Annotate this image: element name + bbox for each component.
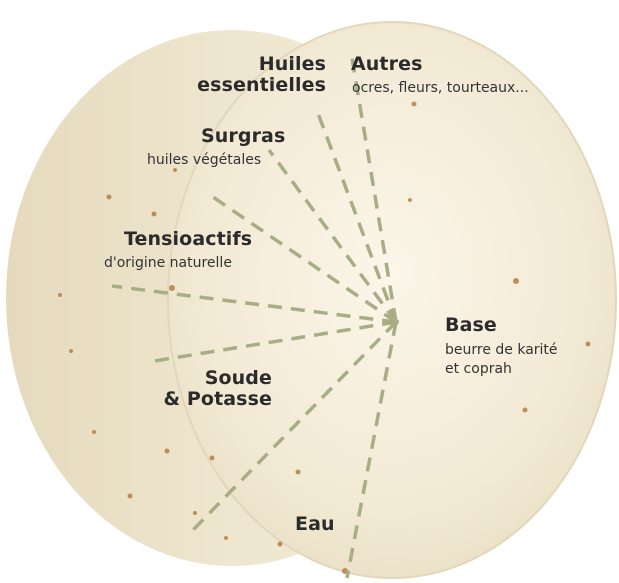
label-soude-line2: & Potasse bbox=[150, 389, 272, 410]
label-tensioactifs: Tensioactifs bbox=[124, 229, 252, 250]
speck bbox=[152, 212, 157, 217]
speck bbox=[523, 408, 528, 413]
speck bbox=[278, 542, 283, 547]
label-soude-potasse: Soude & Potasse bbox=[150, 368, 272, 411]
center-point bbox=[393, 319, 399, 325]
speck bbox=[408, 198, 412, 202]
speck bbox=[296, 470, 301, 475]
speck bbox=[586, 342, 591, 347]
speck bbox=[224, 536, 228, 540]
label-huiles-essentielles: Huiles essentielles bbox=[180, 54, 326, 97]
speck bbox=[128, 494, 133, 499]
label-surgras: Surgras bbox=[201, 126, 285, 147]
speck bbox=[193, 511, 197, 515]
speck bbox=[412, 102, 417, 107]
label-autres-sub: ocres, fleurs, tourteaux... bbox=[352, 81, 529, 97]
label-tensioactifs-sub: d'origine naturelle bbox=[104, 256, 232, 272]
speck bbox=[165, 449, 170, 454]
label-huiles-line1: Huiles bbox=[180, 54, 326, 75]
label-base-sub2: et coprah bbox=[445, 362, 512, 378]
label-autres: Autres bbox=[351, 54, 422, 75]
label-huiles-line2: essentielles bbox=[180, 75, 326, 96]
speck bbox=[107, 195, 112, 200]
speck bbox=[92, 430, 96, 434]
label-soude-line1: Soude bbox=[150, 368, 272, 389]
speck bbox=[169, 285, 175, 291]
label-surgras-sub: huiles végétales bbox=[147, 153, 261, 169]
speck bbox=[513, 278, 519, 284]
speck bbox=[58, 293, 62, 297]
label-base-sub1: beurre de karité bbox=[445, 343, 558, 359]
label-eau: Eau bbox=[295, 514, 335, 535]
speck bbox=[69, 349, 73, 353]
speck bbox=[210, 456, 215, 461]
label-base: Base bbox=[445, 315, 497, 336]
